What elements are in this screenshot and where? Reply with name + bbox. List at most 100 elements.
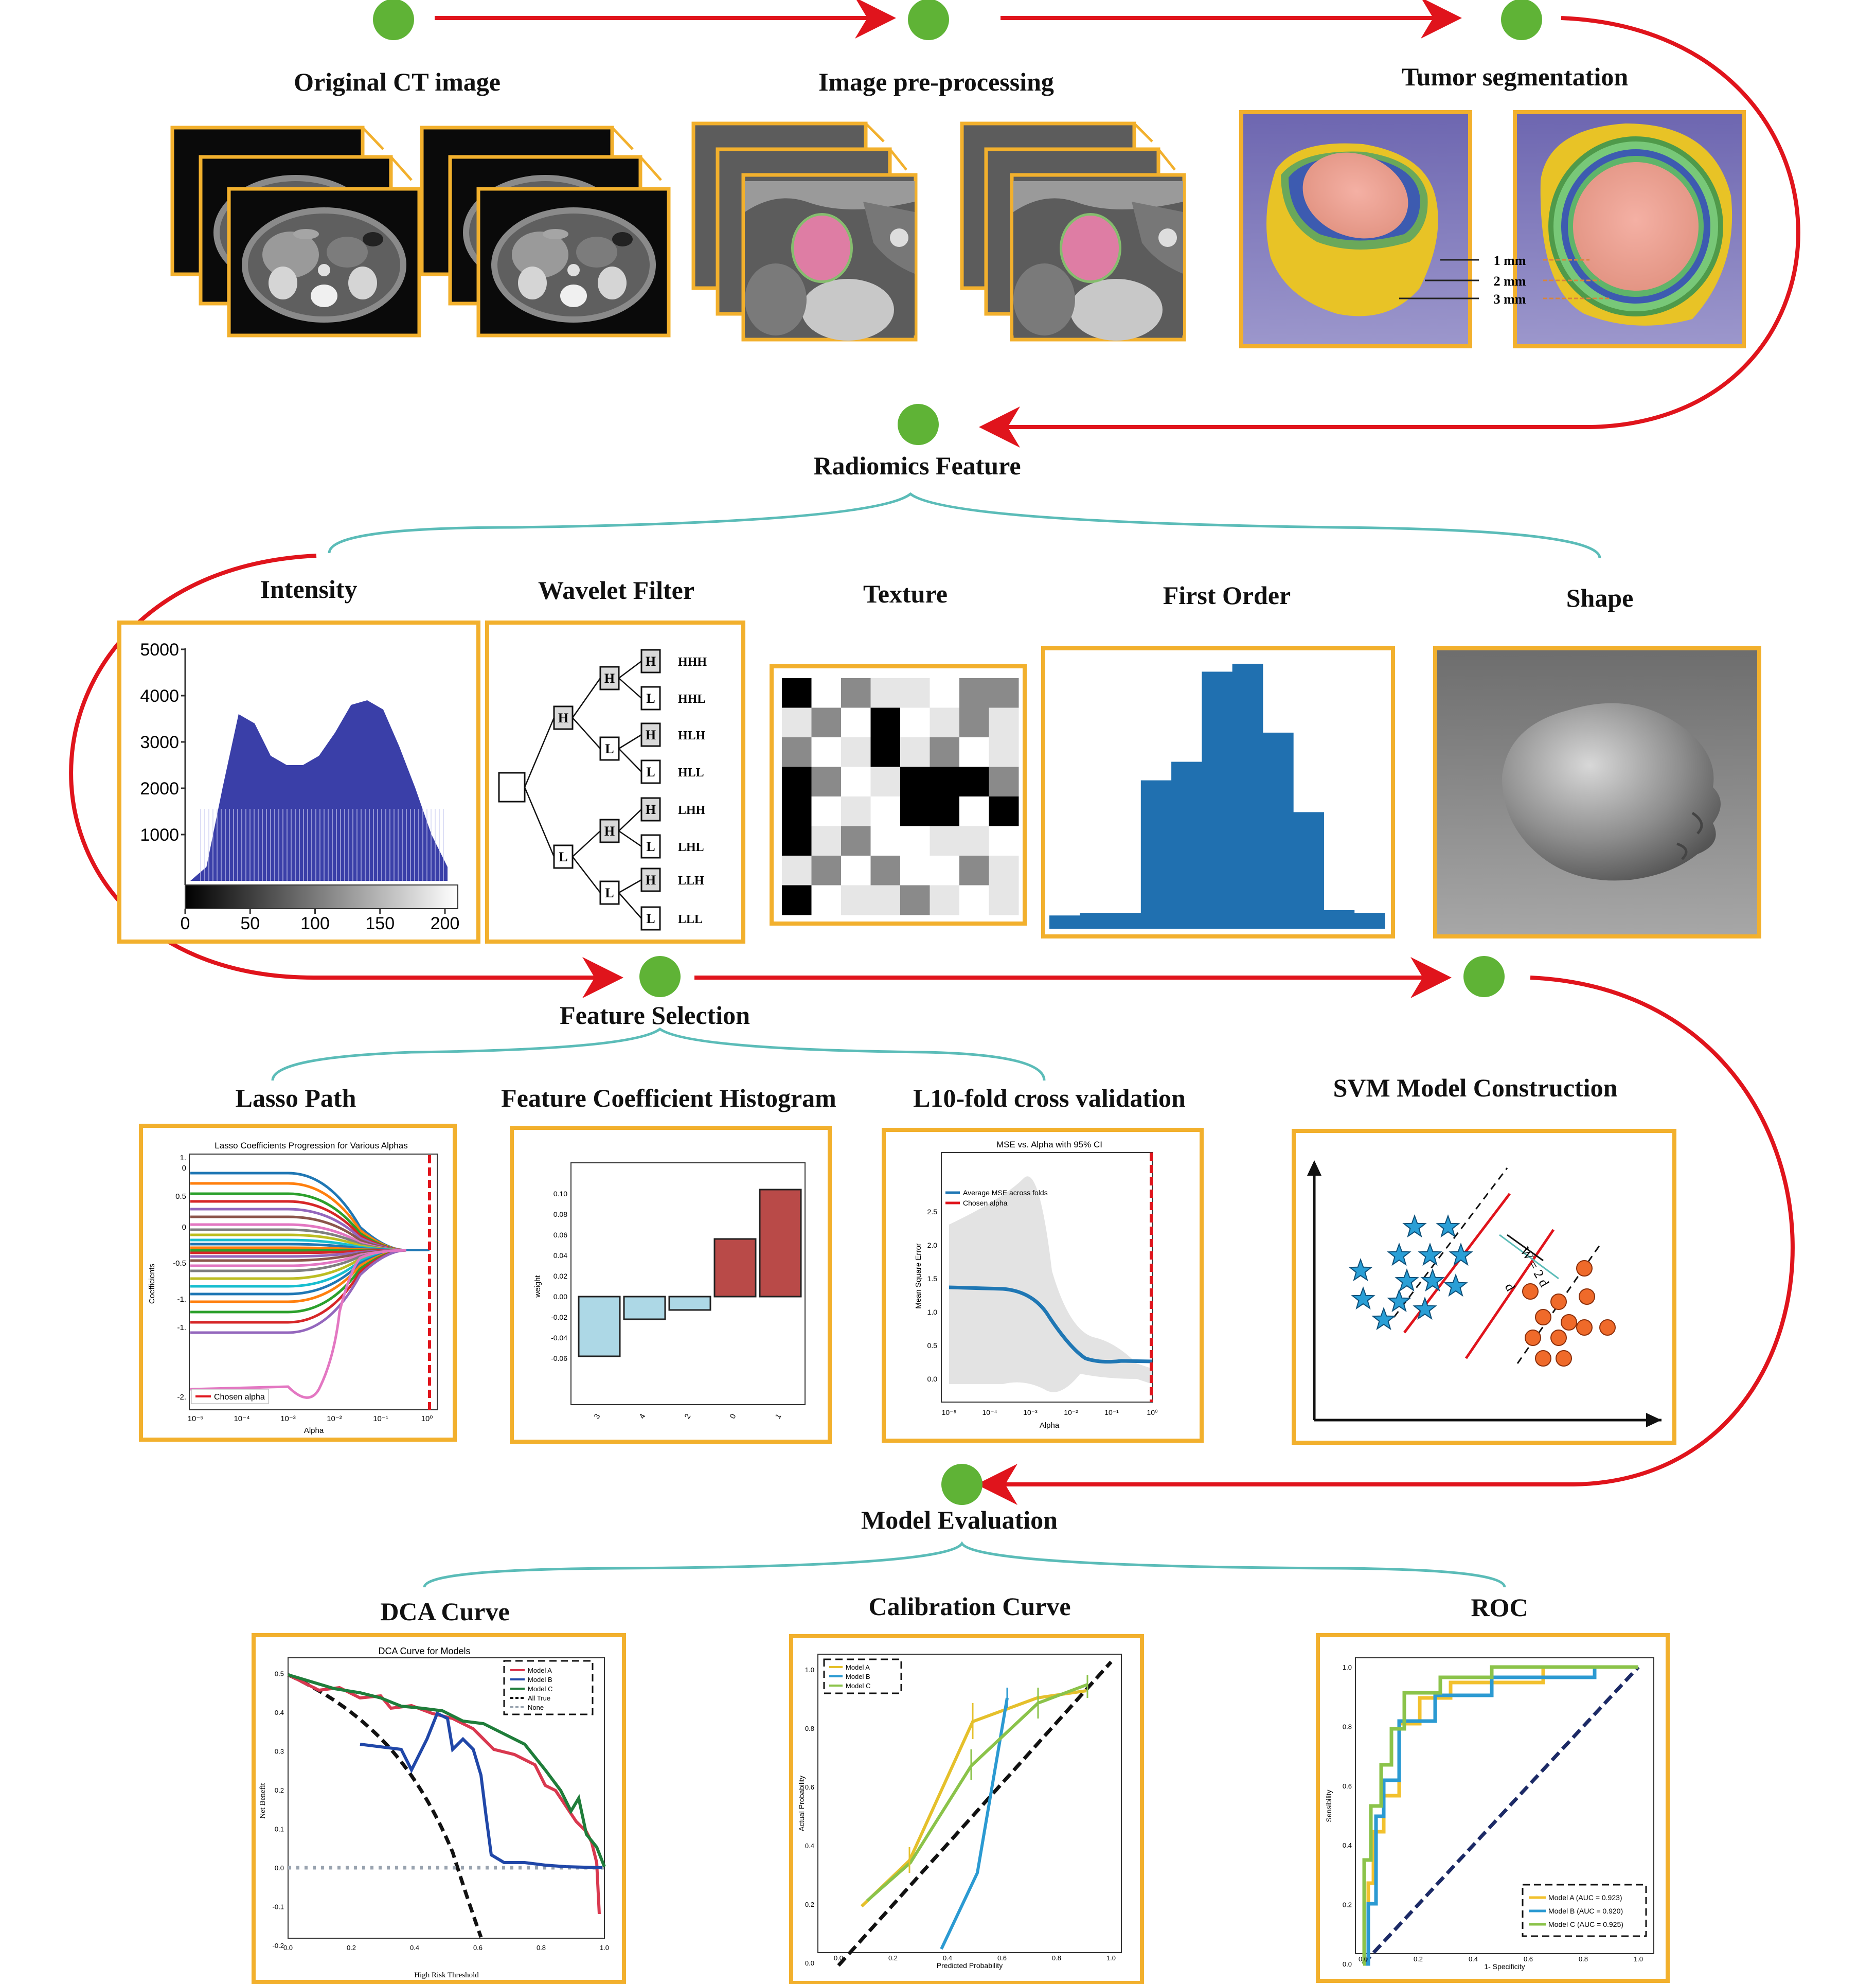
lasso-coef-path (190, 1249, 407, 1399)
calibration-legend-label: Model B (846, 1673, 870, 1680)
y-tick-label: -0.2 (273, 1942, 284, 1950)
texture-cell (989, 707, 1019, 738)
wavelet-node (640, 906, 661, 931)
y-tick-label: 2.5 (927, 1208, 938, 1216)
svm-class-b-point (1576, 1319, 1593, 1336)
x-tick-label: 0.8 (1579, 1955, 1588, 1963)
texture-cell (782, 767, 812, 797)
texture-cell (841, 707, 871, 738)
wavelet-node (640, 867, 661, 892)
y-tick-label: -1. (177, 1295, 186, 1304)
texture-cell (989, 885, 1019, 915)
feature-title-wavelet: Wavelet Filter (538, 576, 695, 605)
roc-xlabel: 1- Specificity (1484, 1962, 1525, 1971)
svm-class-a-point (1436, 1214, 1460, 1238)
texture-cell (900, 767, 930, 797)
texture-cell (959, 826, 989, 856)
roc-ylabel: Sensibility (1325, 1790, 1333, 1822)
y-tick-label: 1. (180, 1154, 186, 1162)
texture-cell (870, 767, 901, 797)
texture-cell (841, 737, 871, 767)
texture-cell (782, 885, 812, 915)
texture-cell (930, 737, 960, 767)
stage-title-model-evaluation: Model Evaluation (861, 1505, 1058, 1534)
wavelet-node (640, 759, 661, 784)
x-tick-label: 10⁻³ (1023, 1408, 1038, 1416)
x-tick-label: 1.0 (1634, 1955, 1643, 1963)
y-tick-label: 0.1 (275, 1826, 284, 1833)
svm-class-a-point (1418, 1243, 1442, 1266)
feature-title-texture: Texture (863, 579, 948, 608)
y-tick-label: 0.4 (805, 1842, 814, 1850)
texture-cell (841, 767, 871, 797)
cv-legend-mse: Average MSE across folds (963, 1189, 1048, 1197)
y-tick-label: 0.6 (805, 1783, 814, 1791)
wavelet-node-label: L (559, 849, 567, 864)
wavelet-edge (572, 717, 601, 749)
texture-cell (811, 707, 842, 738)
texture-cell (930, 826, 960, 856)
texture-cell (841, 678, 871, 708)
x-tick-label: 100 (300, 914, 330, 933)
x-tick-label: 0.2 (888, 1954, 898, 1962)
roc-model-c (1362, 1665, 1638, 1966)
svm-class-b-point (1522, 1283, 1539, 1300)
calibration-model-b (940, 1697, 1009, 1950)
wavelet-output-label: HLH (678, 729, 706, 742)
texture-cell (811, 767, 842, 797)
first-order-panel (1041, 646, 1395, 938)
x-tick-label: 10⁰ (421, 1414, 433, 1423)
texture-cell (870, 707, 901, 738)
wavelet-output-label: HHL (678, 693, 705, 706)
y-tick-label: 0.5 (175, 1192, 186, 1201)
y-tick-label: 0.08 (553, 1210, 567, 1218)
dca-chart-title: DCA Curve for Models (378, 1646, 470, 1656)
x-tick-label: 0.4 (943, 1954, 952, 1962)
texture-cell (930, 796, 960, 826)
x-tick-label: 50 (240, 914, 260, 933)
dca-model-a (287, 1673, 601, 1915)
wavelet-node-label: H (646, 802, 656, 817)
texture-cell (811, 856, 842, 885)
texture-cell (811, 796, 842, 826)
dca-legend-label: Model C (528, 1685, 552, 1693)
y-tick-label: 0.6 (1343, 1782, 1352, 1790)
y-tick-label: 0.3 (275, 1748, 284, 1756)
selection-title-hist: Feature Coefficient Histogram (501, 1084, 836, 1112)
y-tick-label: 1.0 (805, 1666, 814, 1674)
stage-title-preprocessing: Image pre-processing (818, 67, 1054, 96)
svm-class-a-point (1420, 1268, 1445, 1292)
selection-title-svm: SVM Model Construction (1333, 1073, 1618, 1102)
svm-class-b-point (1550, 1294, 1567, 1310)
lasso-coef-path (190, 1249, 407, 1334)
texture-cell (989, 767, 1019, 797)
texture-cell (811, 737, 842, 767)
roc-panel: Model A (AUC = 0.923)Model B (AUC = 0.92… (1316, 1633, 1670, 1983)
cv-panel: MSE vs. Alpha with 95% CI Average MSE ac… (882, 1128, 1204, 1443)
y-tick-label: 0.06 (553, 1231, 567, 1239)
x-tick-label: 10⁻¹ (373, 1414, 388, 1423)
texture-cell (782, 737, 812, 767)
svm-class-b-point (1535, 1309, 1551, 1325)
flow-arrow (976, 976, 1795, 1505)
selection-title-lasso: Lasso Path (235, 1084, 356, 1112)
flow-arrow (979, 16, 1800, 448)
texture-cell (900, 885, 930, 915)
texture-cell (930, 707, 960, 738)
x-tick-label: 0.6 (1524, 1955, 1533, 1963)
dca-legend-label: None (528, 1704, 544, 1711)
wavelet-node (640, 649, 661, 674)
y-tick-label: -0.5 (173, 1259, 186, 1268)
segmentation-mm-labels: 1 mm 2 mm 3 mm (1399, 253, 1610, 307)
svm-class-b-point (1556, 1350, 1572, 1367)
texture-cell (930, 767, 960, 797)
texture-cell (870, 856, 901, 885)
x-tick-label: 10⁻⁵ (188, 1414, 204, 1423)
texture-panel (770, 664, 1027, 926)
calibration-xlabel: Predicted Probability (937, 1961, 1003, 1970)
y-tick-label: 0.0 (275, 1864, 284, 1872)
wavelet-output-label: LLL (678, 913, 703, 926)
wavelet-edge (572, 830, 601, 857)
stage-title-radiomics: Radiomics Feature (813, 451, 1021, 480)
